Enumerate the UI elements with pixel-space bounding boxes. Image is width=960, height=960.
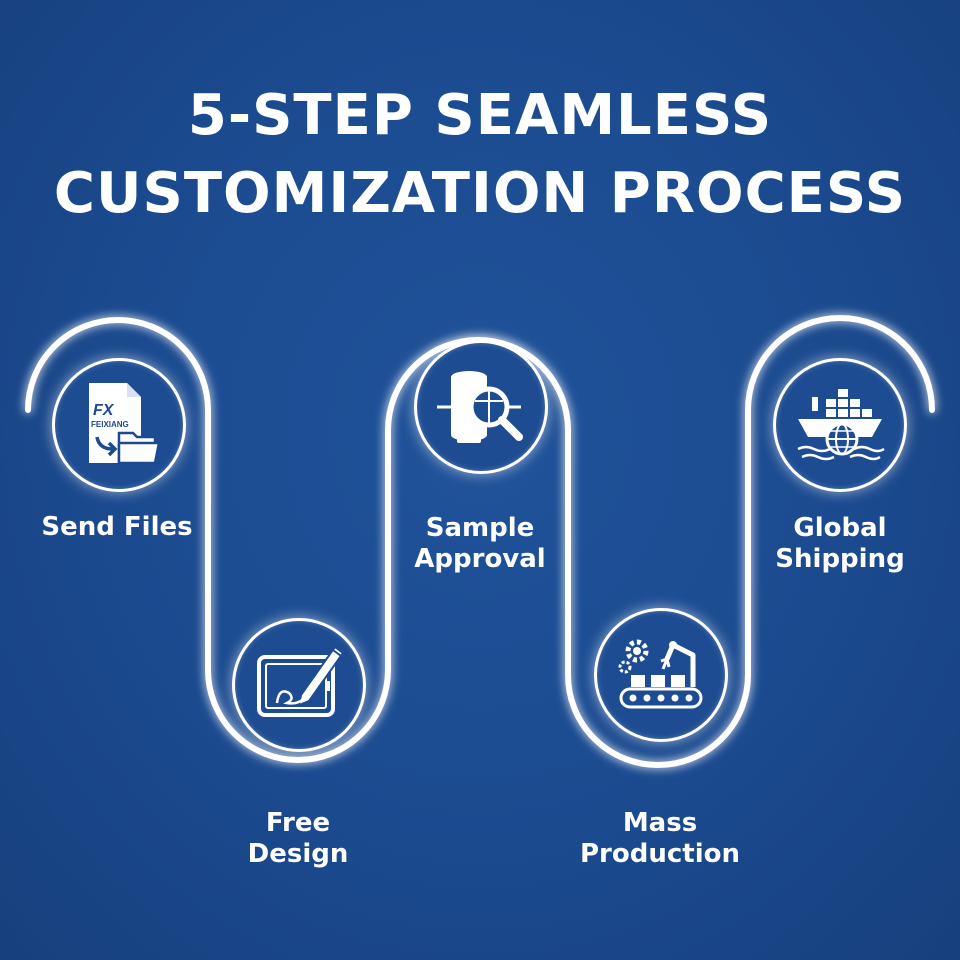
step-label-free-design: Free Design bbox=[198, 808, 398, 870]
global-shipping-label-line-1: Global bbox=[793, 513, 887, 543]
step-label-global-shipping: Global Shipping bbox=[740, 513, 940, 575]
mass-production-label-line-1: Mass bbox=[622, 808, 698, 838]
free-design-label-line-2: Design bbox=[247, 839, 349, 869]
step-label-send-files: Send Files bbox=[17, 512, 217, 543]
free-design-label-line-1: Free bbox=[265, 808, 331, 838]
file-transfer-icon: FX FEIXIANG bbox=[89, 383, 161, 465]
global-shipping-icon-circle bbox=[773, 358, 907, 492]
page-title-line-1: 5-STEP SEAMLESS bbox=[187, 83, 773, 148]
global-shipping-label-line-2: Shipping bbox=[775, 544, 905, 574]
cargo-ship-icon bbox=[797, 389, 885, 461]
page-title-line-2: CUSTOMIZATION PROCESS bbox=[53, 161, 907, 226]
free-design-icon-circle bbox=[232, 618, 366, 752]
mass-production-label-line-2: Production bbox=[580, 839, 740, 869]
mass-production-icon-circle bbox=[594, 608, 728, 742]
sample-approval-label-line-2: Approval bbox=[414, 544, 546, 574]
sample-inspect-icon bbox=[437, 371, 523, 443]
step-label-sample-approval: Sample Approval bbox=[380, 513, 580, 575]
send-files-label: Send Files bbox=[41, 512, 193, 542]
step-label-mass-production: Mass Production bbox=[560, 808, 760, 870]
send-files-icon-circle: FX FEIXIANG bbox=[52, 358, 186, 492]
logo-mark: FX bbox=[93, 402, 115, 419]
tablet-pen-icon bbox=[257, 645, 345, 717]
sample-approval-icon-circle bbox=[414, 340, 548, 474]
sample-approval-label-line-1: Sample bbox=[425, 513, 535, 543]
factory-conveyor-icon bbox=[618, 639, 703, 709]
logo-text: FEIXIANG bbox=[91, 420, 129, 429]
